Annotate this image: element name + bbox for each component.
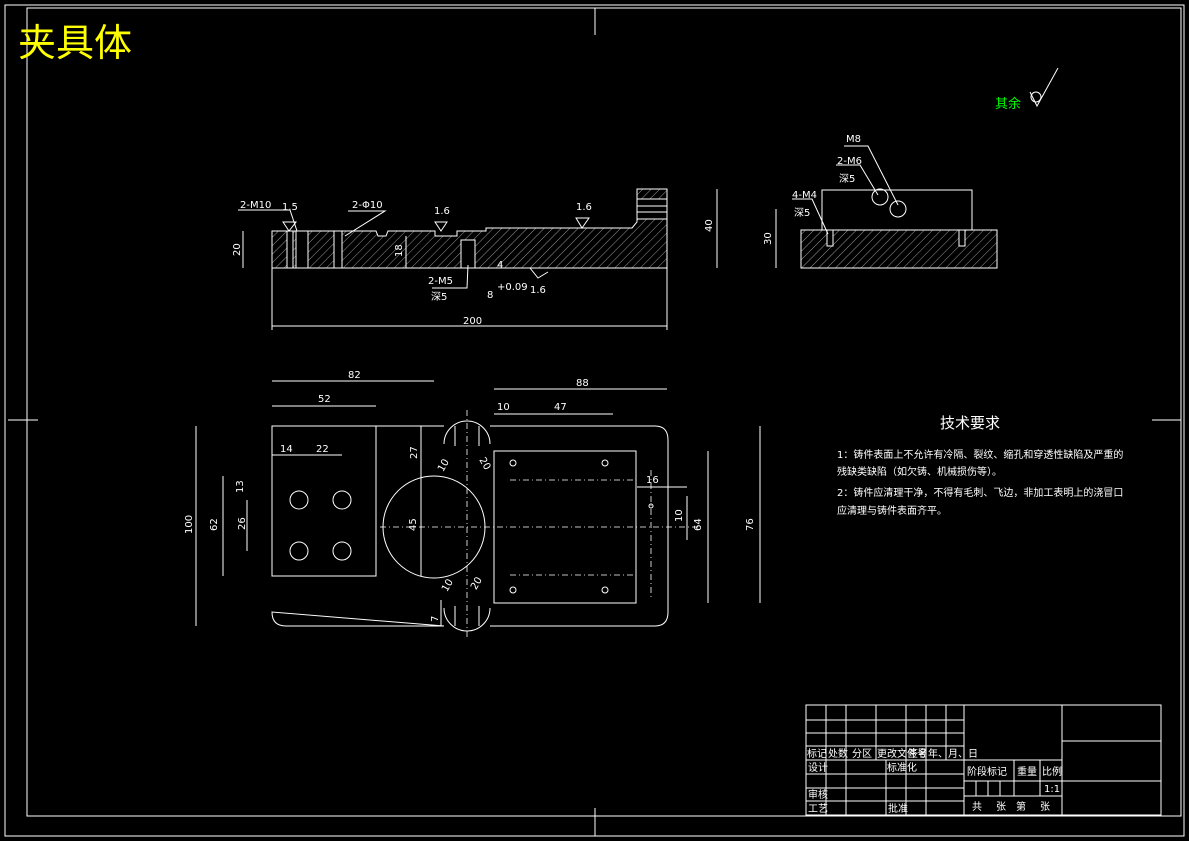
tb-mark: 标记 bbox=[807, 748, 827, 760]
tb-weight: 重量 bbox=[1017, 765, 1037, 778]
tech-req-title: 技术要求 bbox=[940, 414, 1000, 432]
dim-r10a: 10 bbox=[436, 457, 452, 474]
dim-10b: 10 bbox=[674, 509, 685, 522]
title-block: 标记 处数 分区 更改文件号 签名 年、月、日 设计 标准化 审核 工艺 批准 … bbox=[805, 704, 1162, 816]
dim-47: 47 bbox=[554, 402, 567, 413]
dim-76: 76 bbox=[745, 518, 756, 531]
drawing-title: 夹具体 bbox=[18, 21, 132, 65]
dim-14: 14 bbox=[280, 444, 293, 455]
tb-zone: 分区 bbox=[852, 748, 872, 760]
dim-r10b: 10 bbox=[440, 577, 456, 594]
tb-count: 处数 bbox=[828, 747, 848, 760]
dim-r20a: 20 bbox=[476, 456, 492, 473]
dim-100: 100 bbox=[184, 515, 195, 534]
plan-outline bbox=[271, 425, 669, 627]
dim-r20b: 20 bbox=[469, 575, 485, 592]
label-m5: 2-M5 bbox=[428, 276, 453, 287]
label-ra-d: 1.6 bbox=[530, 285, 546, 296]
tb-sheet-no-unit: 张 bbox=[1040, 801, 1050, 813]
front-view: 2-M10 1.5 2-Φ10 1.6 1.6 20 18 40 200 2-M… bbox=[232, 188, 718, 330]
side-view: M8 2-M6 深5 4-M4 深5 30 bbox=[763, 134, 998, 269]
label-ra-a: 1.5 bbox=[282, 202, 298, 213]
label-dim-40: 40 bbox=[704, 219, 715, 232]
tb-standardize: 标准化 bbox=[887, 761, 917, 774]
label-m6: 2-M6 bbox=[837, 156, 862, 167]
label-dim-8: 8 bbox=[487, 290, 493, 301]
dim-88: 88 bbox=[576, 378, 589, 389]
tb-scale-label: 比例 bbox=[1042, 765, 1062, 778]
dim-62: 62 bbox=[209, 518, 220, 531]
label-ra-b: 1.6 bbox=[434, 206, 450, 217]
label-dim-18: 18 bbox=[394, 244, 405, 257]
tb-sheet-total: 共 bbox=[972, 801, 982, 813]
plan-view: 82 52 88 10 47 14 22 27 13 26 100 62 45 … bbox=[184, 370, 761, 640]
dim-16: 16 bbox=[646, 475, 659, 486]
label-m4: 4-M4 bbox=[792, 190, 817, 201]
label-dim-4: 4 bbox=[497, 260, 503, 271]
dim-82: 82 bbox=[348, 370, 361, 381]
label-deep5b: 深5 bbox=[794, 207, 810, 219]
dim-10: 10 bbox=[497, 402, 510, 413]
surface-note: 其余 bbox=[995, 67, 1059, 112]
dim-13: 13 bbox=[235, 480, 246, 493]
tb-stage-mark: 阶段标记 bbox=[967, 765, 1007, 778]
tb-approve: 批准 bbox=[888, 802, 908, 815]
tb-process: 工艺 bbox=[808, 803, 828, 815]
label-phi10: 2-Φ10 bbox=[352, 200, 383, 211]
side-body bbox=[800, 229, 998, 269]
tb-scale: 1:1 bbox=[1044, 784, 1060, 795]
tb-date: 年、月、日 bbox=[928, 747, 978, 760]
tb-sheet-total-unit: 张 bbox=[996, 801, 1006, 813]
label-m10: 2-M10 bbox=[240, 200, 271, 211]
technical-requirements: 技术要求 1：铸件表面上不允许有冷隔、裂纹、缩孔和穿透性缺陷及严重的 残缺类缺陷… bbox=[837, 414, 1123, 517]
outer-frame bbox=[4, 4, 1185, 837]
center-marks bbox=[8, 8, 1181, 836]
label-m8: M8 bbox=[846, 134, 861, 145]
dim-52: 52 bbox=[318, 394, 331, 405]
tb-design: 设计 bbox=[808, 761, 828, 774]
dim-7: 7 bbox=[430, 616, 441, 622]
tech-req-line: 残缺类缺陷（如欠铸、机械损伤等）。 bbox=[837, 465, 1002, 478]
tech-req-line: 应清理与铸件表面齐平。 bbox=[837, 504, 947, 517]
surface-note-label: 其余 bbox=[995, 96, 1021, 112]
dim-64: 64 bbox=[693, 518, 704, 531]
dim-45: 45 bbox=[408, 518, 419, 531]
tb-review: 审核 bbox=[808, 788, 828, 801]
label-tol: +0.09 bbox=[497, 282, 528, 293]
tb-signature: 签名 bbox=[908, 747, 928, 760]
dim-27: 27 bbox=[409, 446, 420, 459]
label-dim-200: 200 bbox=[463, 316, 482, 327]
inner-border bbox=[26, 7, 1182, 817]
tb-change-doc: 更改文件号 bbox=[877, 747, 927, 760]
dim-26: 26 bbox=[237, 517, 248, 530]
tech-req-line: 1：铸件表面上不允许有冷隔、裂纹、缩孔和穿透性缺陷及严重的 bbox=[837, 448, 1123, 461]
tb-sheet-no: 第 bbox=[1016, 800, 1026, 813]
label-deep5a: 深5 bbox=[839, 173, 855, 185]
label-deep5: 深5 bbox=[431, 291, 447, 303]
label-ra-c: 1.6 bbox=[576, 202, 592, 213]
label-dim-20: 20 bbox=[232, 243, 243, 256]
label-dim-30: 30 bbox=[763, 232, 774, 245]
dim-22: 22 bbox=[316, 444, 329, 455]
tech-req-line: 2：铸件应清理干净，不得有毛刺、飞边，非加工表明上的浇冒口 bbox=[837, 486, 1123, 499]
